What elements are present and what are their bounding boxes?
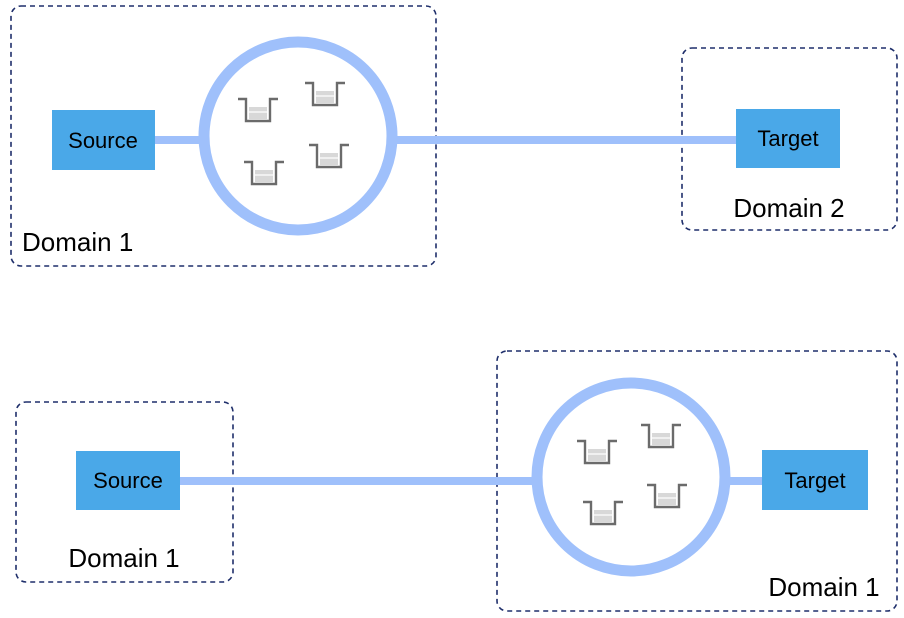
bottom-broker-ring	[531, 377, 731, 577]
bottom-domain-1-left-boundary	[15, 401, 234, 583]
bottom-right-domain-label: Domain 1	[768, 572, 879, 602]
top-broker-ring	[198, 36, 398, 236]
bottom-left-domain-label: Domain 1	[68, 543, 179, 573]
bottom-scenario: Source Target Domain 1 Domain 1	[15, 350, 898, 612]
top-right-domain-label: Domain 2	[733, 193, 844, 223]
top-target-label: Target	[757, 126, 818, 151]
bottom-source-node	[76, 451, 180, 510]
top-scenario: Source Target Domain 1 Domain 2	[10, 5, 898, 267]
bottom-target-node	[762, 450, 868, 510]
top-source-label: Source	[68, 128, 138, 153]
top-left-domain-label: Domain 1	[22, 227, 133, 257]
bottom-domain-1-right-boundary	[496, 350, 898, 612]
bottom-target-label: Target	[784, 468, 845, 493]
bottom-source-label: Source	[93, 468, 163, 493]
top-source-node	[52, 110, 155, 170]
top-target-node	[736, 109, 840, 168]
